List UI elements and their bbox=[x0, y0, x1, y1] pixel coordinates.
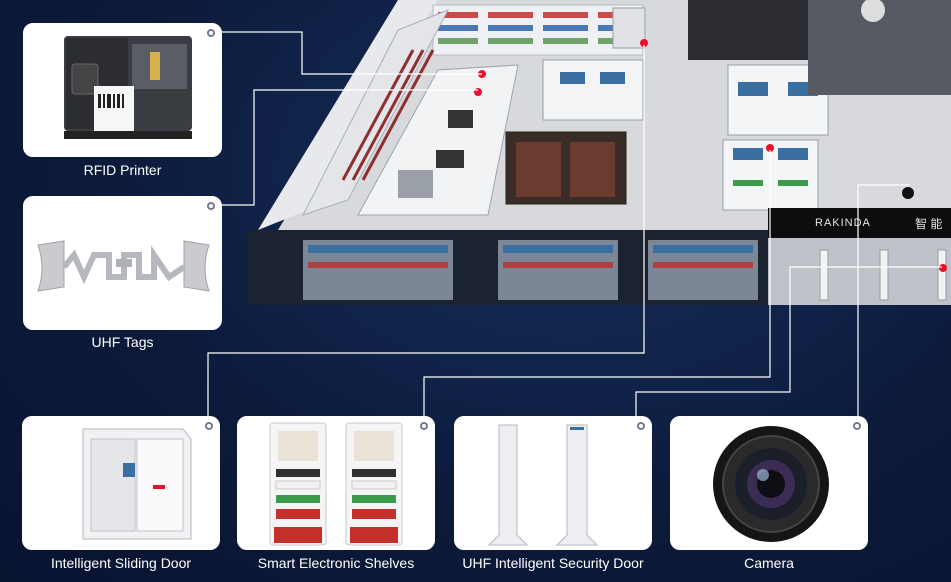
tag-icon bbox=[37, 240, 210, 292]
camera-icon bbox=[713, 426, 829, 542]
gate-icon bbox=[487, 424, 599, 546]
camera-card[interactable] bbox=[670, 416, 868, 550]
link-dot bbox=[207, 202, 215, 210]
security-door-card[interactable] bbox=[454, 416, 652, 550]
smart-shelves-card[interactable] bbox=[237, 416, 435, 550]
uhf-tags-card[interactable] bbox=[23, 196, 222, 330]
link-dot bbox=[637, 422, 645, 430]
shelf-icon bbox=[269, 422, 403, 546]
camera-label: Camera bbox=[744, 555, 794, 571]
store-sign: RAKINDA bbox=[815, 217, 871, 229]
smart-shelves-label: Smart Electronic Shelves bbox=[257, 555, 415, 571]
link-dot bbox=[207, 29, 215, 37]
store-illustration bbox=[248, 0, 951, 305]
printer-icon bbox=[64, 36, 192, 139]
store-sign-cn: 智 能 bbox=[915, 217, 943, 231]
sliding-door-card[interactable] bbox=[22, 416, 220, 550]
security-door-label: UHF Intelligent Security Door bbox=[462, 555, 644, 571]
link-dot bbox=[205, 422, 213, 430]
uhf-tags-label: UHF Tags bbox=[91, 334, 154, 350]
rfid-printer-card[interactable] bbox=[23, 23, 222, 157]
link-dot bbox=[853, 422, 861, 430]
rfid-printer-label: RFID Printer bbox=[83, 162, 162, 178]
link-dot bbox=[420, 422, 428, 430]
sliding-door-label: Intelligent Sliding Door bbox=[50, 555, 192, 571]
door-icon bbox=[82, 428, 192, 540]
